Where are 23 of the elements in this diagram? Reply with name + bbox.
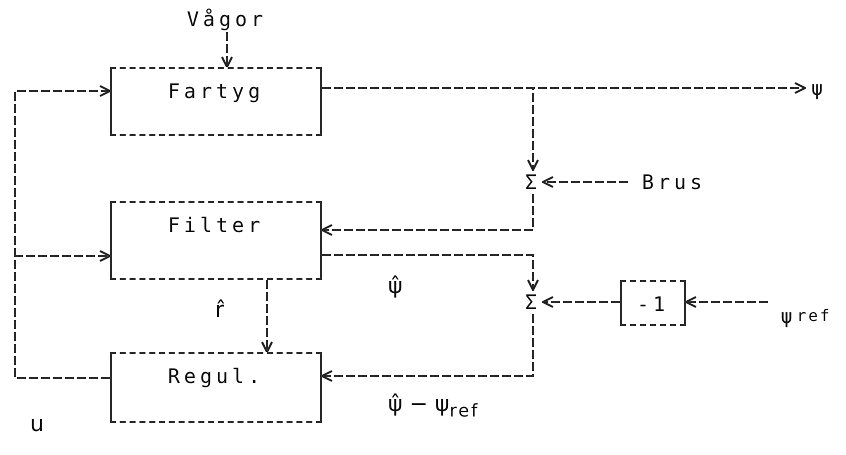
- block-box: Regul.: [110, 352, 322, 423]
- signal-label: u: [30, 414, 44, 436]
- summing-junction: Σ: [523, 290, 543, 314]
- signal-label: ψ̂: [388, 276, 403, 298]
- block-box: Filter: [110, 201, 322, 280]
- arrow: [14, 250, 111, 379]
- arrow: [261, 280, 273, 353]
- input-label: Brus: [628, 168, 720, 196]
- arrow: [321, 314, 534, 382]
- signal-label: ψ̂ − ψ$_{ref}$: [388, 394, 480, 421]
- arrow: [542, 296, 620, 308]
- summing-junction: Σ: [523, 170, 543, 194]
- arrow: [321, 194, 534, 236]
- arrow: [685, 296, 768, 308]
- output-label: ψ: [805, 74, 833, 102]
- arrow: [322, 87, 539, 171]
- block-box: -1: [620, 280, 686, 326]
- arrow: [221, 32, 233, 68]
- signal-label: r̂: [215, 300, 224, 322]
- arrow: [322, 254, 539, 291]
- arrow: [542, 176, 628, 188]
- block-box: Fartyg: [110, 67, 322, 136]
- input-label: Vågor: [172, 6, 282, 32]
